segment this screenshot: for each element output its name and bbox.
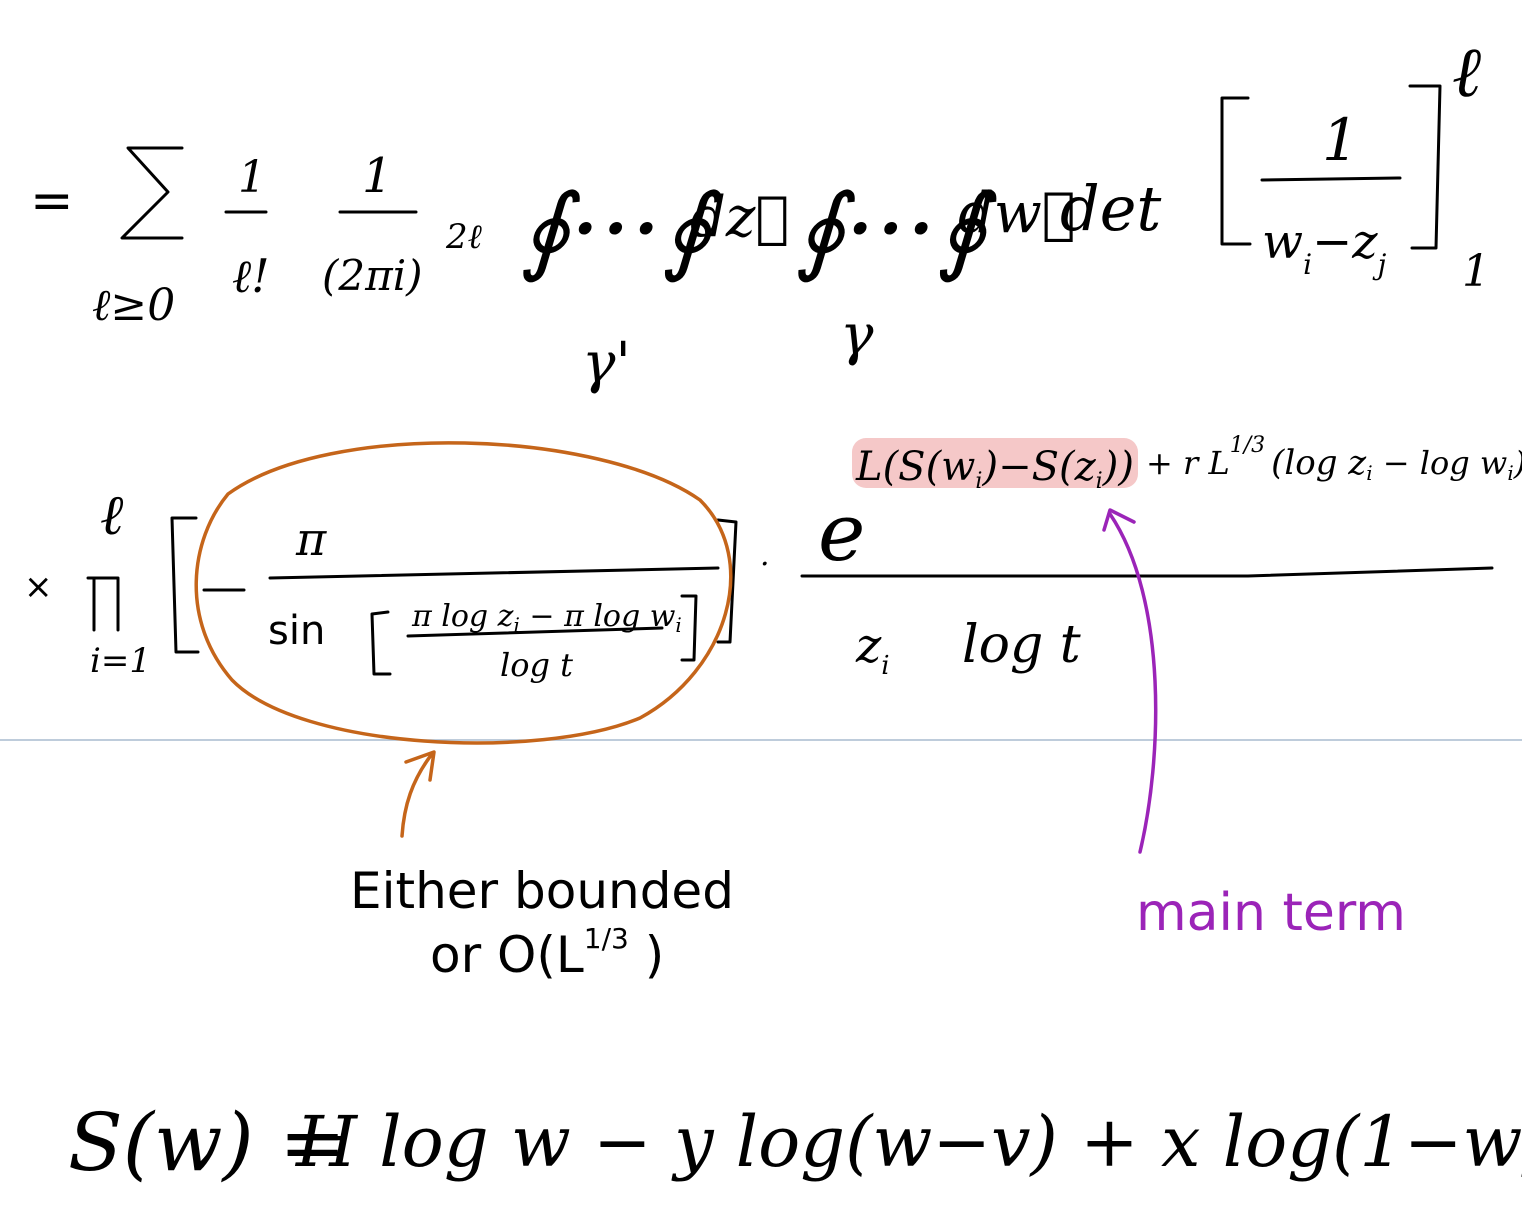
contour-integrals-z: ∮···∮ (520, 173, 723, 285)
contour-integrals-w: ∮···∮ (795, 173, 998, 285)
exponential-denominator-z: zi (855, 618, 890, 681)
prefactor-denominator: (2πi) (322, 251, 423, 300)
sine-left-bracket (370, 610, 392, 676)
equals-sign: = (30, 171, 74, 231)
differential-dw: dw⃗ (958, 181, 1075, 246)
exponential-base-e: e (818, 486, 865, 579)
left-bracket-product (170, 516, 200, 654)
left-square-bracket (1220, 96, 1252, 246)
sine-right-bracket (680, 594, 698, 662)
sum-lower-bound: ℓ≥0 (92, 280, 175, 331)
prefactor-numerator: 1 (362, 148, 393, 204)
exponent-highlighted-term: L(S(wi)−S(zi)) (855, 444, 1134, 494)
main-term-highlight (852, 438, 1138, 488)
determinant-denominator: wi−zj (1262, 214, 1387, 281)
determinant-lower-index: 1 (1462, 246, 1490, 297)
right-square-bracket (1408, 84, 1442, 250)
contour-gamma-prime: γ' (582, 331, 631, 396)
definition-line: S(w) = H log w − y log(w−v) + x log(1−w) (68, 1096, 1522, 1189)
equation-line-1: = ℓ≥0 1 ℓ! 1 (2πi) 2ℓ ∮···∮ dz⃗ γ' ∮···∮… (30, 31, 1490, 396)
times-sign: × (24, 567, 53, 607)
factorial-numerator: 1 (238, 152, 266, 203)
prefactor-exponent: 2ℓ (445, 217, 482, 257)
determinant-numerator: 1 (1322, 106, 1359, 174)
bounded-annotation: Either bounded or O(L1/3 ) (194, 441, 734, 984)
main-term-arrow-head (1102, 508, 1136, 532)
main-term-arrow (1108, 512, 1158, 854)
equation-line-2: × ℓ i=1 π sin π log zi − π log wi log t … (24, 433, 1522, 684)
factorial-denominator: ℓ! (232, 249, 270, 303)
product-lower-bound: i=1 (90, 641, 151, 681)
main-term-label: main term (1136, 883, 1406, 943)
bounded-arrow (400, 752, 434, 838)
determinant-fraction-bar (1260, 176, 1402, 182)
main-term-annotation: main term (1102, 508, 1406, 943)
sine-inner-denominator: log t (500, 646, 573, 684)
bounded-label-line2: or O(L1/3 ) (430, 922, 664, 984)
fraction-numerator-pi: π (295, 512, 327, 566)
right-bracket-product (716, 518, 738, 644)
bounded-arrow-head (404, 750, 436, 782)
exponential-denominator-log: log t (962, 615, 1081, 675)
exponent-rest-term: + r L1/3(log zi − log wi) (1146, 433, 1522, 485)
summation-symbol (120, 146, 184, 240)
definition-rhs: H log w − y log(w−v) + x log(1−w) (294, 1101, 1522, 1183)
exponential-fraction-bar (800, 566, 1494, 578)
sine-inner-numerator: π log zi − π log wi (411, 599, 682, 637)
bounded-label-line1: Either bounded (350, 862, 734, 920)
contour-gamma: γ (840, 303, 874, 368)
sine-inner-fraction-bar (406, 626, 664, 638)
bounded-circle (194, 441, 733, 745)
determinant-upper-index: ℓ (1452, 31, 1481, 113)
definition-lhs: S(w) = (68, 1096, 346, 1189)
determinant-label: det (1060, 172, 1161, 245)
differential-dz: dz⃗ (690, 185, 789, 250)
sine-fraction-bar (268, 566, 720, 580)
product-upper-bound: ℓ (100, 483, 124, 548)
multiplication-dot: · (760, 547, 770, 582)
sine-label: sin (268, 608, 325, 654)
product-symbol (86, 576, 120, 632)
